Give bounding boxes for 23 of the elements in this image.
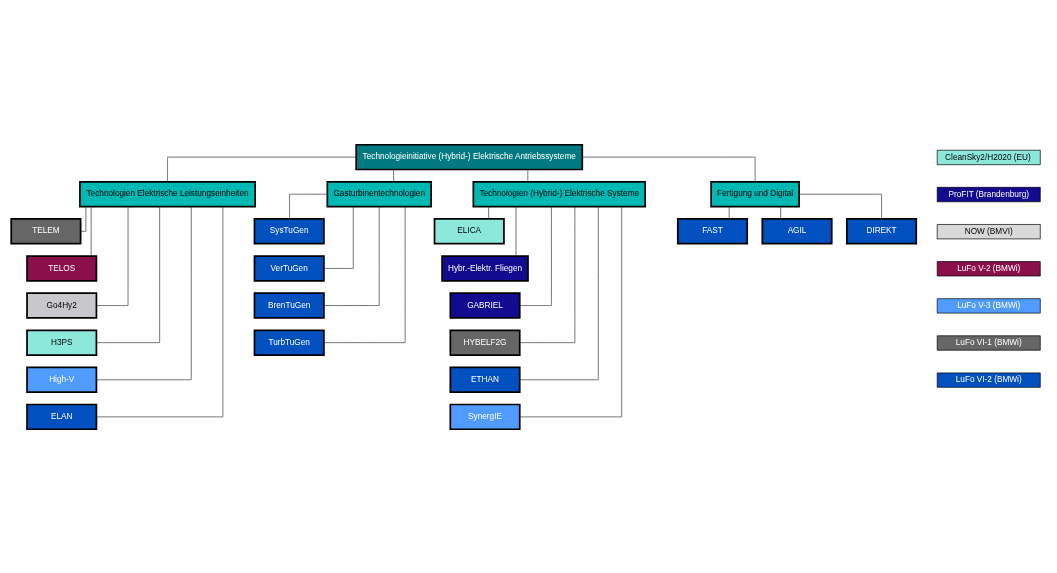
connector bbox=[96, 206, 224, 417]
connector bbox=[167, 156, 357, 182]
connector bbox=[393, 168, 394, 182]
connector bbox=[527, 168, 529, 182]
connector bbox=[323, 205, 354, 269]
connector bbox=[798, 193, 882, 219]
connector bbox=[515, 205, 517, 256]
connector bbox=[96, 205, 160, 343]
connector bbox=[519, 205, 576, 343]
connector bbox=[519, 206, 623, 417]
connector bbox=[488, 205, 489, 219]
connector bbox=[519, 205, 599, 380]
connector bbox=[80, 205, 87, 232]
connector bbox=[96, 205, 192, 380]
connector bbox=[96, 205, 129, 306]
connector bbox=[90, 205, 92, 256]
connector bbox=[519, 205, 552, 306]
connector bbox=[780, 205, 782, 219]
connector bbox=[582, 156, 756, 182]
connector bbox=[323, 205, 380, 306]
connector bbox=[323, 205, 406, 343]
connector bbox=[728, 205, 730, 219]
connector bbox=[289, 193, 328, 219]
